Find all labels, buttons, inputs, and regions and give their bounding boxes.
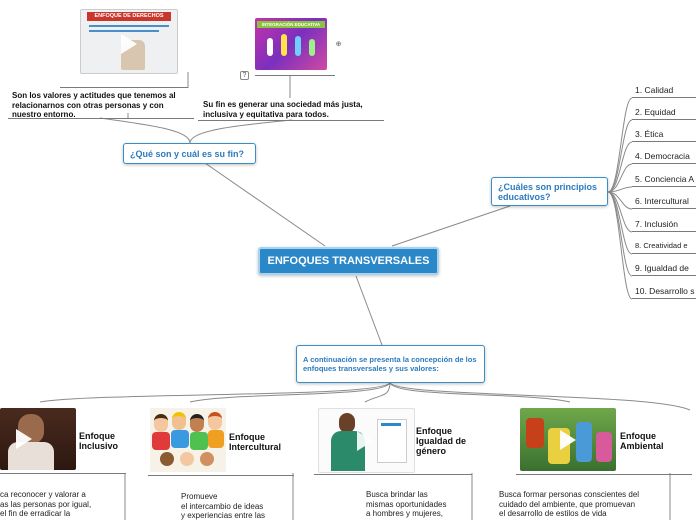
topic-desc-gender: Busca brindar las mismas oportunidades a… [366,490,447,518]
child-body [208,430,224,448]
crafted-object [576,422,592,462]
principle-item[interactable]: 7. Inclusión [635,219,678,229]
principle-item[interactable]: 5. Conciencia A [635,174,695,184]
principle-item[interactable]: 4. Democracia [635,151,690,161]
image-title: INTEGRACIÓN EDUCATIVA [257,21,325,28]
text-underline [198,120,384,121]
globe-link-icon[interactable]: ⊕ [335,41,342,48]
environmental-video-thumbnail[interactable] [520,408,616,471]
child-face [160,452,174,466]
intro-label: A continuación se presenta la concepción… [303,355,477,373]
principle-underline [632,186,696,187]
person-silhouette [281,34,287,56]
thumbnail-text-line [89,30,159,32]
intercultural-image[interactable] [150,408,226,472]
principle-underline [632,231,696,232]
central-topic-title: ENFOQUES TRANSVERSALES [267,255,430,267]
principle-underline [632,141,696,142]
document-line [381,423,401,426]
topic-desc-intercultural: Promueve el intercambio de ideas y exper… [181,492,266,520]
inclusive-video-thumbnail[interactable] [0,408,76,470]
crafted-object [596,432,612,462]
topic-desc-inclusive: ca reconocer y valorar a as las personas… [0,490,92,518]
topic-title-inclusive: Enfoque Inclusivo [79,431,119,451]
person-face [339,413,355,433]
play-icon [121,34,137,54]
principle-item[interactable]: 9. Igualdad de [635,263,689,273]
topic-underline [0,473,126,474]
child-face [180,452,194,466]
central-topic-node[interactable]: ENFOQUES TRANSVERSALES [258,247,439,275]
topic-desc-environmental: Busca formar personas conscientes del cu… [499,490,640,518]
thumbnail-title: ENFOQUE DE DERECHOS [87,12,171,21]
child-body [190,432,208,450]
child-face [172,412,186,430]
topic-underline [314,474,472,475]
answer-values-text: Son los valores y actitudes que tenemos … [12,91,176,119]
question-principles-node[interactable]: ¿Cuáles son principios educativos? [491,177,608,206]
image-underline [60,87,188,88]
thumbnail-text-line [89,25,169,27]
principle-item[interactable]: 10. Desarrollo s [635,286,695,296]
topic-title-intercultural: Enfoque Intercultural [229,432,282,452]
approaches-intro-node[interactable]: A continuación se presenta la concepción… [296,345,485,383]
principle-underline [632,208,696,209]
principle-underline [632,119,696,120]
person-silhouette [267,38,273,56]
question-label: ¿Qué son y cuál es su fin? [130,148,245,159]
topic-title-environmental: Enfoque Ambiental [620,431,664,451]
principle-underline [632,298,696,299]
child-body [152,432,170,450]
principle-item[interactable]: 1. Calidad [635,85,674,95]
principle-underline [632,253,696,254]
answer-purpose-text: Su fin es generar una sociedad más justa… [203,100,363,119]
question-what-and-purpose-node[interactable]: ¿Qué son y cuál es su fin? [123,143,256,164]
child-face [208,412,222,430]
child-face [200,452,214,466]
principle-item[interactable]: 2. Equidad [635,107,676,117]
child-face [154,414,168,432]
topic-underline [148,475,294,476]
image-underline [255,75,335,76]
play-icon [16,429,32,449]
child-body [171,430,189,448]
principle-item[interactable]: 3. Ética [635,129,664,139]
crafted-object [526,418,544,448]
document-page [377,419,407,463]
inclusive-education-image[interactable]: INTEGRACIÓN EDUCATIVA [255,18,327,70]
note-icon[interactable]: ? [240,71,249,80]
gender-equality-video-thumbnail[interactable] [318,408,415,473]
principle-underline [632,163,696,164]
question-label: ¿Cuáles son principios educativos? [498,181,598,202]
topic-underline [516,474,692,475]
principle-item[interactable]: 8. Creatividad e [635,241,688,250]
principle-underline [632,275,696,276]
child-face [190,414,204,432]
topic-title-gender: Enfoque Igualdad de género [416,426,467,456]
text-underline [8,118,194,119]
person-silhouette [309,39,315,56]
rights-approach-video-thumbnail[interactable]: ENFOQUE DE DERECHOS [80,9,178,74]
play-icon [357,431,373,451]
person-silhouette [295,36,301,56]
play-icon [560,430,576,450]
principle-underline [632,97,696,98]
principle-item[interactable]: 6. Intercultural [635,196,689,206]
